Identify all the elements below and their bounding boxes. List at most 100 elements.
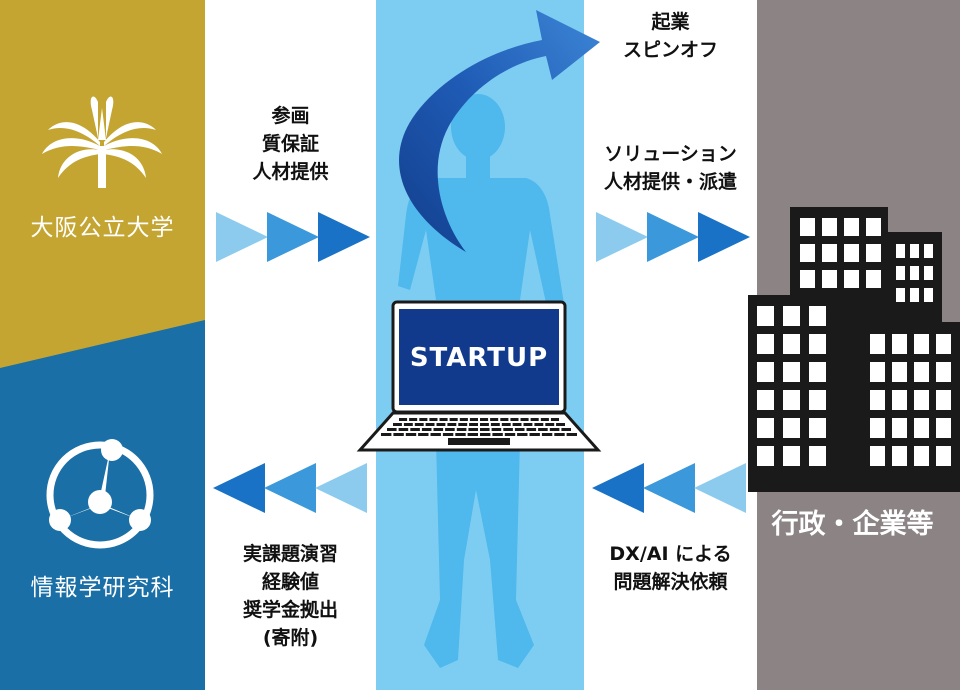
flow-chevron [694, 463, 746, 513]
label-univ-to-startup: 参画 質保証 人材提供 [205, 102, 376, 186]
keyboard-key [447, 423, 457, 426]
keyboard-key [541, 433, 553, 436]
building-window [896, 266, 905, 280]
graduate-school-name: 情報学研究科 [30, 575, 175, 601]
corporate-name: 行政・企業等 [771, 509, 934, 540]
keyboard-key [403, 423, 413, 426]
building-window [870, 446, 885, 466]
label-line: DX/AI による [609, 543, 732, 565]
building-window [783, 362, 800, 382]
building-window [844, 270, 859, 288]
keyboard-key [480, 418, 489, 421]
keyboard-key [409, 418, 418, 421]
label-startup-to-corp: ソリューション 人材提供・派遣 [584, 140, 757, 196]
keyboard-key [419, 418, 428, 421]
keyboard-key [501, 423, 511, 426]
building-window [757, 362, 774, 382]
keyboard-key [526, 428, 537, 431]
keyboard-key [442, 433, 454, 436]
building-window [800, 218, 815, 236]
keyboard-key [455, 433, 466, 436]
spinoff-arrow [399, 10, 600, 252]
label-line: 実課題演習 [242, 543, 338, 565]
building-window [757, 334, 774, 354]
keyboard-key [540, 418, 549, 421]
keyboard-key [556, 423, 565, 426]
keyboard-key [458, 423, 468, 426]
keyboard-key [538, 428, 548, 431]
building-window [757, 418, 774, 438]
building-window [757, 306, 774, 326]
building-window [809, 446, 826, 466]
flow-chevron [592, 463, 644, 513]
building-window [809, 334, 826, 354]
keyboard-key [491, 428, 502, 431]
keyboard-key [418, 433, 429, 436]
keyboard-key [405, 433, 417, 436]
keyboard-key [512, 423, 522, 426]
building-window [936, 390, 951, 410]
keyboard-key [504, 433, 516, 436]
label-line: (寄附) [262, 627, 319, 649]
building-window [936, 334, 951, 354]
keyboard-key [459, 418, 468, 421]
building-window [866, 244, 881, 262]
flow-chevron [264, 463, 316, 513]
flow-arrows-startup-to-corp [596, 212, 750, 262]
keyboard-key [467, 433, 478, 436]
flow-chevron [315, 463, 367, 513]
keyboard-key [554, 433, 565, 436]
keyboard-key [523, 423, 533, 426]
keyboard-key [399, 418, 408, 421]
flow-arrows-startup-to-univ [213, 463, 367, 513]
label-line: 経験値 [261, 571, 319, 593]
keyboard-key [410, 428, 420, 431]
keyboard-key [387, 428, 397, 431]
label-line: スピンオフ [622, 39, 718, 61]
building-window [783, 390, 800, 410]
building-window [924, 288, 933, 302]
keyboard-key [449, 418, 458, 421]
keyboard-key [393, 423, 402, 426]
flow-chevron [216, 212, 268, 262]
keyboard-key [529, 433, 540, 436]
label-spinoff: 起業 スピンオフ [584, 8, 757, 64]
keyboard-key [503, 428, 513, 431]
keyboard-key [393, 433, 404, 436]
keyboard-key [534, 423, 544, 426]
building-window [910, 288, 919, 302]
keyboard-key [561, 428, 571, 431]
keyboard-key [414, 423, 424, 426]
keyboard-key [500, 418, 509, 421]
building-window [936, 418, 951, 438]
building-window [914, 418, 929, 438]
keyboard-key [456, 428, 467, 431]
flow-chevron [318, 212, 370, 262]
keyboard-key [492, 433, 503, 436]
keyboard-key [429, 418, 438, 421]
building-window [924, 266, 933, 280]
label-line: 奨学金拠出 [242, 599, 338, 621]
building-window [910, 244, 919, 258]
building-window [924, 244, 933, 258]
building-window [783, 306, 800, 326]
building-window [809, 390, 826, 410]
keyboard-key [381, 433, 392, 436]
building-window [800, 244, 815, 262]
flow-arrows-corp-to-startup [592, 463, 746, 513]
keyboard-key [514, 428, 525, 431]
building-window [896, 244, 905, 258]
keyboard-key [490, 423, 500, 426]
keyboard-key [549, 428, 560, 431]
startup-label: STARTUP [409, 343, 549, 373]
laptop-icon [356, 300, 602, 452]
label-corp-to-startup: DX/AI による 問題解決依頼 [584, 540, 757, 596]
keyboard-key [490, 418, 499, 421]
flow-chevron [643, 463, 695, 513]
building-window [936, 362, 951, 382]
keyboard-key [469, 418, 478, 421]
keyboard-key [425, 423, 435, 426]
keyboard-key [480, 428, 490, 431]
keyboard-key [398, 428, 409, 431]
keyboard-key [530, 418, 539, 421]
